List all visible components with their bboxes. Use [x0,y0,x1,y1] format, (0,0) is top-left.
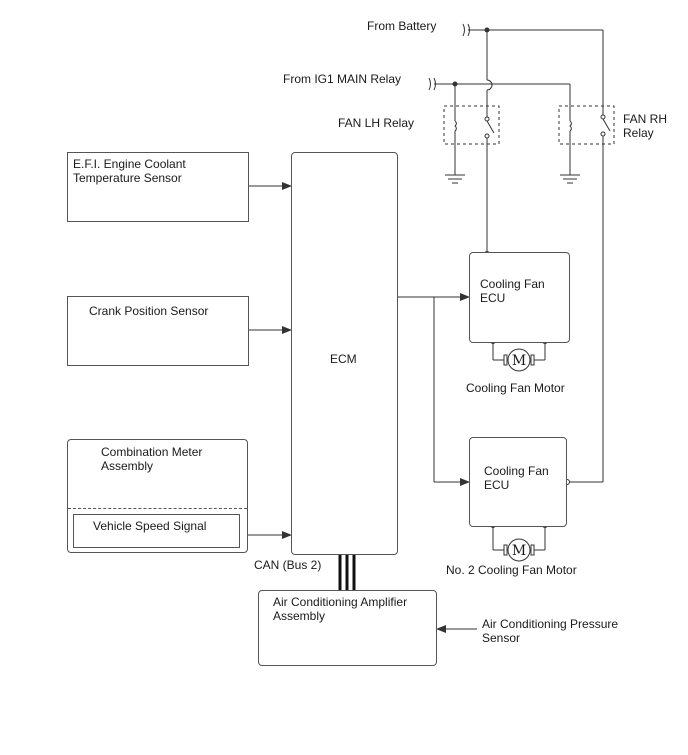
fan-lh-relay-coil [445,117,465,184]
ig1-line [428,77,571,117]
no2-cooling-fan-motor-label: No. 2 Cooling Fan Motor [446,563,577,577]
fan-ecu-2-label: Cooling Fan ECU [484,464,549,492]
ecm-label: ECM [330,352,357,366]
fan-rh-relay-label: FAN RH Relay [623,112,668,140]
motor-1-symbol: M [512,353,526,369]
fan-rh-relay-coil [560,117,580,184]
motor-2-symbol: M [512,543,526,559]
coolant-sensor-label: E.F.I. Engine Coolant Temperature Sensor [73,157,186,185]
can-bus-lines [338,555,356,590]
ac-amplifier-label: Air Conditioning Amplifier Assembly [273,595,408,623]
coolant-sensor-box [67,152,249,222]
fan-lh-relay-box [443,105,500,145]
fan-ecu-1-box [469,252,570,343]
ecm-box [291,152,398,555]
cooling-fan-motor-label: Cooling Fan Motor [466,381,565,395]
fan-rh-relay-box [558,105,615,145]
vehicle-speed-box [73,514,240,548]
can-bus-label: CAN (Bus 2) [254,558,322,572]
vehicle-speed-label: Vehicle Speed Signal [93,519,207,533]
fan-lh-relay-label: FAN LH Relay [338,116,415,130]
fan-lh-relay-switch [484,116,495,252]
crank-sensor-label: Crank Position Sensor [89,304,209,318]
fan-ecu-1-label: Cooling Fan ECU [480,277,545,305]
from-ig1-label: From IG1 MAIN Relay [283,72,402,86]
crank-sensor-box [67,296,249,366]
ig1-junction [452,81,458,87]
combination-meter-divider [68,508,247,509]
ac-amplifier-box [258,590,437,666]
combination-meter-label: Combination Meter Assembly [101,445,203,473]
from-battery-label: From Battery [367,19,437,33]
ac-pressure-sensor-label: Air Conditioning Pressure Sensor [482,617,619,645]
battery-junction [484,27,490,33]
fan-ecu-2-box [469,437,567,527]
battery-line [462,23,604,117]
fan-rh-relay-switch [569,114,611,483]
